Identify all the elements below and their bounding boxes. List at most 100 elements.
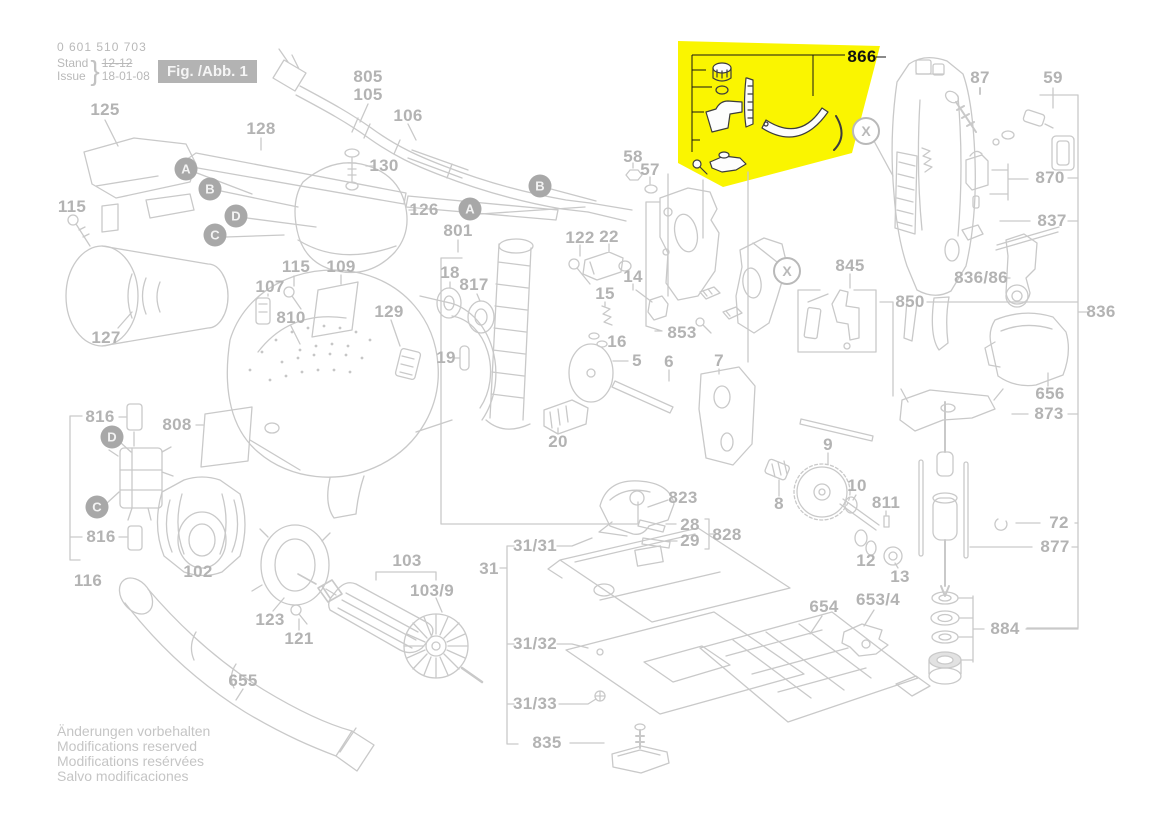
part-label-801: 801 — [443, 221, 473, 240]
part-label-870: 870 — [1035, 168, 1065, 187]
callout-A: A — [458, 197, 482, 221]
part-label-57: 57 — [640, 160, 660, 179]
part-label-121: 121 — [284, 629, 314, 648]
part-label-836: 836 — [1086, 302, 1116, 321]
part-label-87: 87 — [970, 68, 990, 87]
part-label-29: 29 — [680, 531, 700, 550]
part-label-9: 9 — [823, 435, 833, 454]
part-label-31-33: 31/33 — [512, 694, 558, 713]
part-label-125: 125 — [90, 100, 120, 119]
part-label-129: 129 — [374, 302, 404, 321]
part-label-866: 866 — [847, 47, 877, 66]
callout-A: A — [174, 157, 198, 181]
part-label-811: 811 — [871, 493, 901, 512]
footer-line-de: Änderungen vorbehalten — [57, 723, 211, 739]
part-label-126: 126 — [409, 200, 439, 219]
part-label-127: 127 — [91, 328, 121, 347]
part-label-109: 109 — [326, 257, 356, 276]
part-label-123: 123 — [255, 610, 285, 629]
issue-label: Issue — [57, 69, 86, 83]
footer-line-en: Modifications reserved — [57, 738, 198, 754]
part-label-103-9: 103/9 — [409, 581, 455, 600]
part-label-817: 817 — [459, 275, 489, 294]
part-label-20: 20 — [548, 432, 568, 451]
part-label-810: 810 — [276, 308, 306, 327]
part-label-805: 805 — [353, 67, 383, 86]
part-label-816: 816 — [85, 407, 115, 426]
part-label-853: 853 — [667, 323, 697, 342]
stand-label: Stand — [57, 56, 89, 70]
part-label-7: 7 — [714, 351, 724, 370]
part-label-18: 18 — [440, 263, 460, 282]
brace-glyph: } — [90, 54, 100, 86]
callout-C: C — [203, 223, 227, 247]
part-label-58: 58 — [623, 147, 643, 166]
header-info: 0 601 510 703 Stand Issue } 12-12 18-01-… — [57, 40, 150, 86]
part-label-130: 130 — [369, 156, 399, 175]
part-label-837: 837 — [1037, 211, 1067, 230]
footer-line-es: Salvo modificaciones — [57, 768, 189, 784]
part-label-653-4: 653/4 — [855, 590, 901, 609]
part-label-835: 835 — [532, 733, 562, 752]
part-label-107: 107 — [255, 277, 285, 296]
part-label-31: 31 — [479, 559, 499, 578]
x-callout-X: X — [852, 117, 880, 145]
part-label-122: 122 — [565, 228, 595, 247]
part-label-31-31: 31/31 — [512, 536, 558, 555]
highlight-leader-lines — [691, 54, 886, 152]
issue-value: 18-01-08 — [101, 69, 150, 83]
x-callout-X: X — [773, 257, 801, 285]
part-label-128: 128 — [246, 119, 276, 138]
revision-meta: Stand Issue } 12-12 18-01-08 — [57, 54, 150, 86]
footer-disclaimer: Änderungen vorbehalten Modifications res… — [57, 724, 210, 784]
part-label-10: 10 — [847, 476, 867, 495]
part-label-6: 6 — [664, 352, 674, 371]
part-label-8: 8 — [774, 494, 784, 513]
part-label-102: 102 — [183, 562, 213, 581]
part-label-16: 16 — [607, 332, 627, 351]
part-label-654: 654 — [809, 597, 839, 616]
part-label-823: 823 — [668, 488, 698, 507]
callout-B: B — [528, 174, 552, 198]
part-label-116: 116 — [73, 571, 103, 590]
figure-label-box: Fig. /Abb. 1 — [158, 60, 257, 83]
footer-line-fr: Modifications resérvées — [57, 753, 205, 769]
stand-value-superseded: 12-12 — [101, 56, 133, 70]
part-label-14: 14 — [623, 267, 643, 286]
part-label-106: 106 — [393, 106, 423, 125]
part-label-12: 12 — [856, 551, 876, 570]
part-label-5: 5 — [632, 351, 642, 370]
highlight-region — [678, 41, 880, 187]
part-label-103: 103 — [392, 551, 422, 570]
callout-D: D — [224, 204, 248, 228]
part-label-836-86: 836/86 — [954, 268, 1008, 287]
part-label-873: 873 — [1034, 404, 1064, 423]
part-label-808: 808 — [162, 415, 192, 434]
part-label-816: 816 — [86, 527, 116, 546]
part-label-59: 59 — [1043, 68, 1063, 87]
part-label-877: 877 — [1040, 537, 1070, 556]
callout-D: D — [100, 425, 124, 449]
part-label-115: 115 — [281, 257, 311, 276]
part-label-19: 19 — [436, 348, 456, 367]
part-label-845: 845 — [835, 256, 865, 275]
part-label-105: 105 — [353, 85, 383, 104]
part-label-28: 28 — [680, 515, 700, 534]
part-label-13: 13 — [890, 567, 910, 586]
part-label-828: 828 — [712, 525, 742, 544]
callout-C: C — [85, 495, 109, 519]
highlighted-parts — [692, 62, 843, 175]
part-label-850: 850 — [895, 292, 925, 311]
part-label-655: 655 — [228, 671, 258, 690]
part-label-115: 115 — [57, 197, 87, 216]
document-part-number: 0 601 510 703 — [57, 40, 147, 54]
part-label-72: 72 — [1049, 513, 1069, 532]
housing-dot-texture — [248, 324, 372, 382]
part-label-31-32: 31/32 — [512, 634, 558, 653]
part-label-884: 884 — [990, 619, 1020, 638]
part-label-22: 22 — [599, 227, 619, 246]
part-label-656: 656 — [1035, 384, 1065, 403]
callout-B: B — [198, 177, 222, 201]
